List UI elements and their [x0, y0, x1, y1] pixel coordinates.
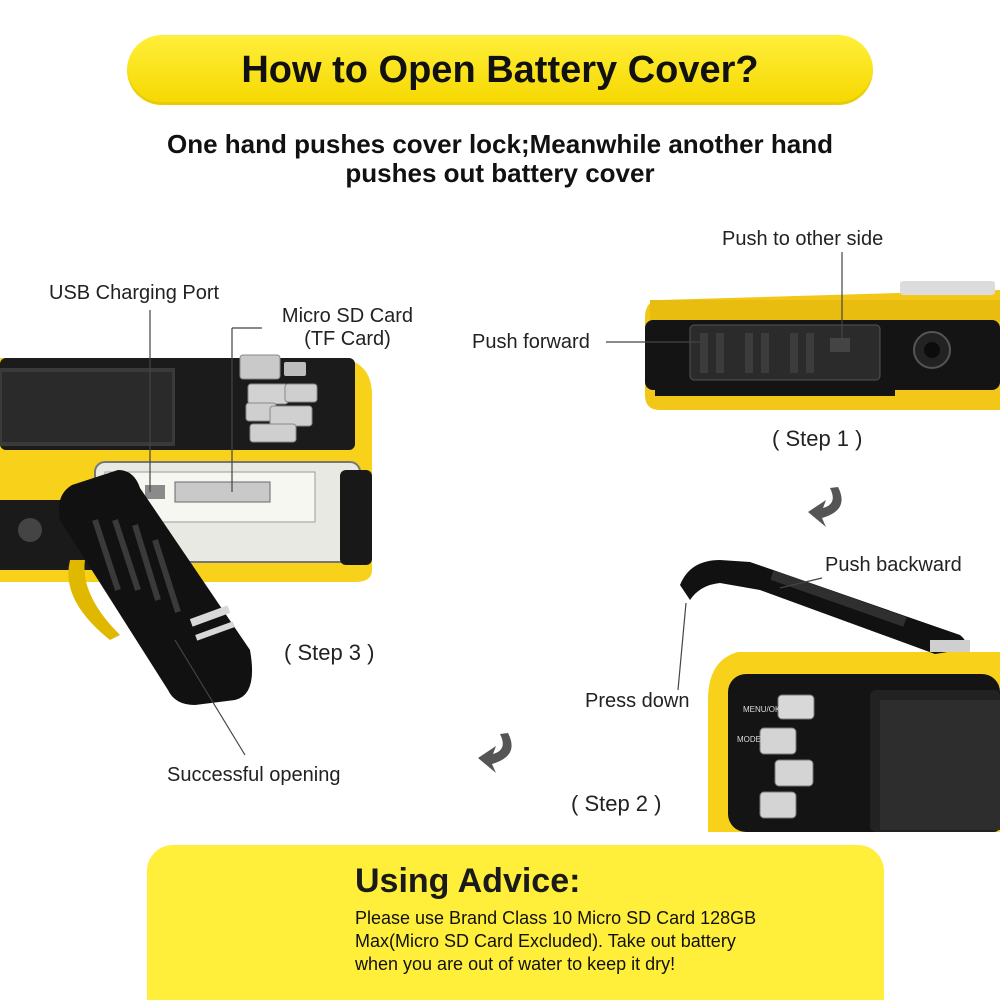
- press-down-label: Press down: [585, 690, 690, 712]
- advice-line-2: Max(Micro SD Card Excluded). Take out ba…: [355, 931, 736, 951]
- micro-sd-line-2: (TF Card): [304, 328, 391, 350]
- step-3-label: ( Step 3 ): [284, 640, 375, 665]
- usb-charging-port-label: USB Charging Port: [49, 282, 220, 304]
- leader-lines-step3: [149, 310, 262, 756]
- leader-lines-step1: [606, 252, 843, 343]
- leader-lines-step2: [677, 577, 823, 691]
- successful-opening-label: Successful opening: [167, 764, 341, 786]
- step-2-label: ( Step 2 ): [571, 791, 662, 816]
- using-advice-panel: [147, 845, 884, 1000]
- camera-step2-image: MENU/OK MODE: [680, 560, 1000, 832]
- micro-sd-line-1: Micro SD Card: [281, 305, 414, 327]
- subtitle-line-2: pushes out battery cover: [345, 158, 655, 188]
- subtitle-line-1: One hand pushes cover lock;Meanwhile ano…: [166, 129, 834, 159]
- advice-text: Please use Brand Class 10 Micro SD Card …: [355, 907, 855, 976]
- advice-line-1: Please use Brand Class 10 Micro SD Card …: [355, 908, 757, 928]
- page-title: How to Open Battery Cover?: [241, 49, 759, 91]
- push-forward-label: Push forward: [472, 331, 590, 353]
- step-1-label: ( Step 1 ): [772, 426, 863, 451]
- mode-button-label: MODE: [737, 735, 761, 744]
- push-backward-label: Push backward: [825, 554, 962, 576]
- curved-arrow-icon: [808, 487, 842, 527]
- camera-step1-image: [645, 281, 1000, 410]
- curved-arrow-icon: [478, 733, 512, 773]
- menu-ok-button-label: MENU/OK: [743, 705, 781, 714]
- instruction-subtitle: One hand pushes cover lock;Meanwhile ano…: [100, 130, 900, 188]
- title-banner: [127, 35, 873, 105]
- advice-line-3: when you are out of water to keep it dry…: [355, 954, 676, 974]
- camera-step3-image: [0, 354, 372, 705]
- push-to-other-side-label: Push to other side: [722, 228, 884, 250]
- micro-sd-card-label: Micro SD Card (TF Card): [265, 305, 430, 351]
- advice-title: Using Advice:: [355, 862, 581, 900]
